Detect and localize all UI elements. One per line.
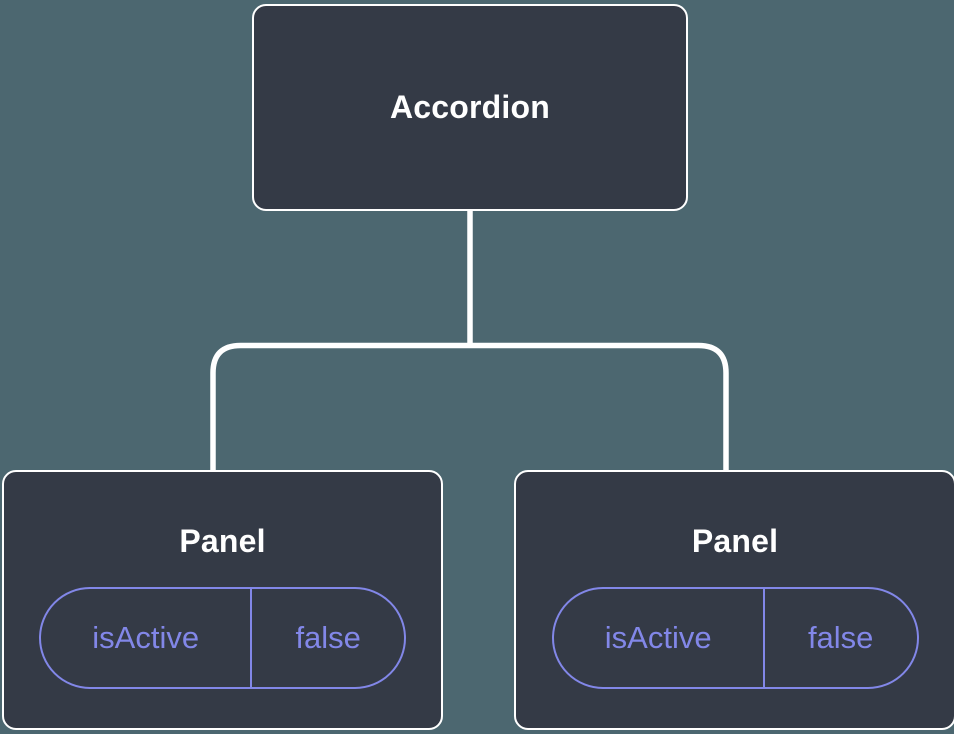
state-pill: isActive false <box>39 587 406 689</box>
state-key: isActive <box>41 589 253 687</box>
state-value: false <box>295 620 361 655</box>
node-panel-right-label: Panel <box>691 523 779 559</box>
node-accordion-label: Accordion <box>389 89 551 125</box>
state-pill: isActive false <box>551 587 919 689</box>
node-panel-left-label: Panel <box>179 523 266 559</box>
node-panel-right: Panel isActive false <box>514 470 954 730</box>
state-key: isActive <box>554 589 765 687</box>
connector-branch-bracket <box>210 342 729 471</box>
node-panel-left: Panel isActive false <box>2 470 443 730</box>
state-value: false <box>807 620 874 655</box>
node-accordion: Accordion <box>252 4 688 211</box>
